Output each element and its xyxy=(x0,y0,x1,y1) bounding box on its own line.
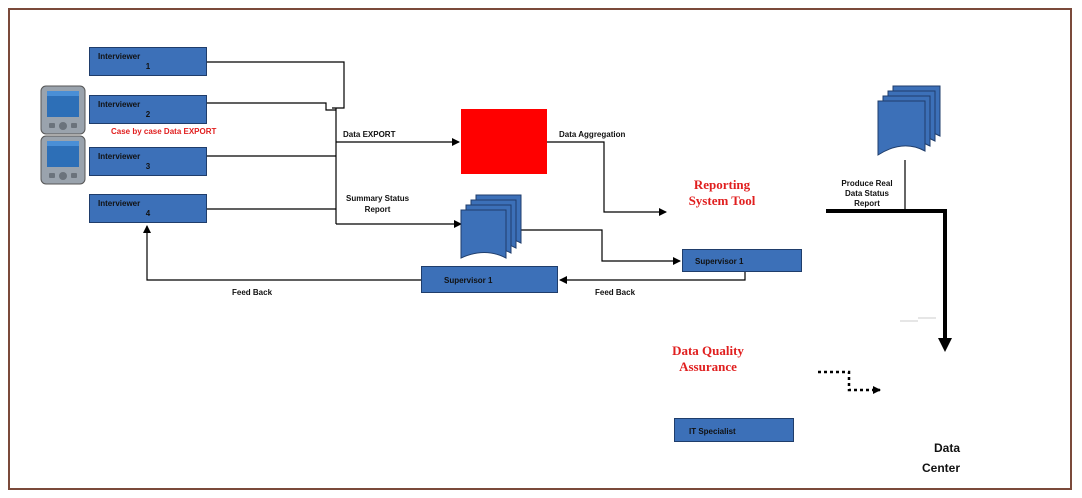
interviewer-title: Interviewer xyxy=(98,52,141,61)
supervisor-right-box: Supervisor 1 xyxy=(682,249,802,272)
diagram-frame xyxy=(8,8,1072,490)
interviewer-2-box: Interviewer 2 xyxy=(89,95,207,124)
dqa-line-1: Data Quality xyxy=(672,343,744,358)
data-export-label: Data EXPORT xyxy=(343,130,396,139)
interviewer-title: Interviewer xyxy=(98,199,141,208)
it-specialist-label: IT Specialist xyxy=(689,427,736,436)
interviewer-title: Interviewer xyxy=(98,152,141,161)
interviewer-3-box: Interviewer 3 xyxy=(89,147,207,176)
it-specialist-box: IT Specialist xyxy=(674,418,794,442)
pda-device-icon xyxy=(40,85,86,135)
produce-report-label: Produce Real Data Status Report xyxy=(829,179,905,209)
produce-line-1: Produce Real xyxy=(841,179,893,188)
produce-line-2: Data Status xyxy=(844,189,889,198)
interviewer-number: 2 xyxy=(145,110,151,119)
produce-line-3: Report xyxy=(854,199,880,208)
arrow-data-aggregation xyxy=(547,141,667,216)
dqa-line-2: Assurance xyxy=(679,359,737,374)
arrow-report-to-supervisor xyxy=(521,229,681,265)
reporting-line-2: System Tool xyxy=(688,193,756,208)
line-interviewer-1 xyxy=(207,61,345,109)
summary-status-line-2: Report xyxy=(364,205,391,214)
document-stack-summary-icon xyxy=(460,194,522,259)
supervisor-mid-label: Supervisor 1 xyxy=(444,276,493,285)
document-stack-status-icon xyxy=(877,85,941,156)
aggregator-block xyxy=(461,109,547,174)
interviewer-1-box: Interviewer 1 xyxy=(89,47,207,76)
data-center-label: Data Center xyxy=(910,438,960,478)
line-interviewer-2 xyxy=(207,102,336,111)
data-center-line-2: Center xyxy=(921,461,960,475)
dotted-arrow xyxy=(818,370,881,394)
data-aggregation-label: Data Aggregation xyxy=(559,130,626,139)
reporting-line-1: Reporting xyxy=(693,177,751,192)
interviewer-number: 3 xyxy=(145,162,151,171)
summary-status-line-1: Summary Status xyxy=(346,194,410,203)
arrow-to-data-center xyxy=(826,209,952,352)
interviewer-number: 1 xyxy=(145,62,151,71)
feedback-right-label: Feed Back xyxy=(595,288,636,297)
arrow-feedback-right xyxy=(559,272,746,284)
interviewer-number: 4 xyxy=(145,209,151,218)
interviewer-4-box: Interviewer 4 xyxy=(89,194,207,223)
data-quality-assurance-label: Data Quality Assurance xyxy=(653,343,763,375)
reporting-system-tool-label: Reporting System Tool xyxy=(672,177,772,209)
summary-status-label: Summary Status Report xyxy=(346,193,409,215)
arrow-feedback-left xyxy=(143,225,421,281)
supervisor-mid-box: Supervisor 1 xyxy=(421,266,558,293)
supervisor-right-label: Supervisor 1 xyxy=(695,257,744,266)
feedback-left-label: Feed Back xyxy=(232,288,273,297)
interviewer-title: Interviewer xyxy=(98,100,141,109)
case-export-label: Case by case Data EXPORT xyxy=(111,127,217,136)
pda-device-icon xyxy=(40,135,86,185)
data-center-line-1: Data xyxy=(933,441,960,455)
